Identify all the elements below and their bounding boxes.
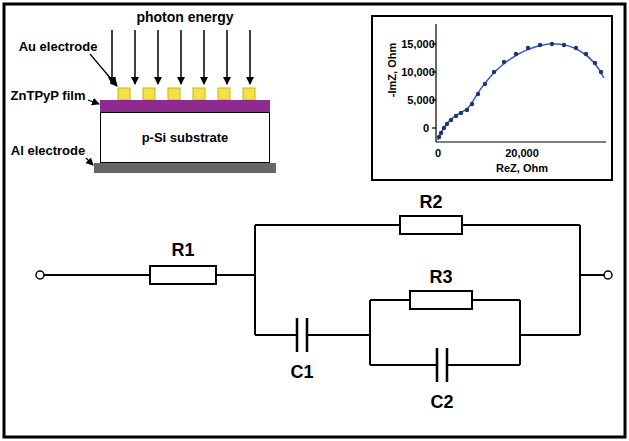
tick-label: 10,000	[401, 67, 435, 78]
caption-text: photon energy	[136, 10, 233, 24]
tick-label: 20,000	[505, 148, 539, 159]
tick-label: 0	[435, 148, 441, 159]
data-point	[459, 111, 463, 115]
axis-title: -ImZ, Ohm	[387, 43, 398, 97]
tick-label: 15,000	[401, 39, 435, 50]
data-point	[465, 108, 469, 112]
capacitor-symbol	[297, 318, 307, 352]
data-point	[470, 102, 474, 106]
data-point	[445, 122, 449, 126]
resistor-symbol	[400, 216, 462, 234]
data-points	[437, 42, 603, 139]
data-point	[599, 70, 603, 74]
tick-label: 5,000	[407, 95, 435, 106]
al-electrode	[94, 163, 276, 173]
au-electrodes	[118, 88, 255, 100]
component-label: C1	[290, 363, 313, 381]
capacitor-symbol	[437, 348, 447, 382]
data-point	[550, 42, 554, 46]
outer-frame	[4, 4, 625, 437]
terminal	[604, 271, 612, 279]
node-text: p-Si substrate	[142, 130, 229, 145]
data-point	[526, 46, 530, 50]
terminal	[36, 271, 44, 279]
data-point	[514, 52, 518, 56]
data-point	[454, 114, 458, 118]
data-point	[593, 61, 597, 65]
data-point	[483, 82, 487, 86]
resistor-symbol	[150, 266, 216, 284]
zntpyp-film	[100, 100, 270, 112]
circuit-wires	[44, 225, 604, 365]
data-point	[449, 118, 453, 122]
plot-axes	[432, 24, 606, 142]
component-label: C2	[430, 393, 453, 411]
data-point	[442, 126, 446, 130]
part-label: Al electrode	[11, 144, 85, 157]
data-point	[476, 92, 480, 96]
data-point	[538, 43, 542, 47]
tick-label: 0	[423, 123, 429, 134]
data-point	[437, 135, 441, 139]
data-point	[439, 131, 443, 135]
data-point	[562, 43, 566, 47]
substrate-box: p-Si substrate	[100, 112, 270, 163]
component-label: R3	[429, 268, 452, 286]
data-point	[574, 46, 578, 50]
resistor-symbol	[410, 291, 472, 309]
data-point	[584, 52, 588, 56]
inset-frame	[372, 16, 612, 180]
data-point	[502, 60, 506, 64]
photon-arrows	[112, 30, 250, 84]
part-label: ZnTPyP film	[11, 89, 86, 102]
data-point	[492, 70, 496, 74]
part-label: Au electrode	[19, 40, 98, 53]
fit-curve	[438, 44, 604, 140]
axis-title: ReZ, Ohm	[496, 163, 548, 174]
component-label: R1	[171, 241, 194, 259]
component-label: R2	[419, 193, 442, 211]
